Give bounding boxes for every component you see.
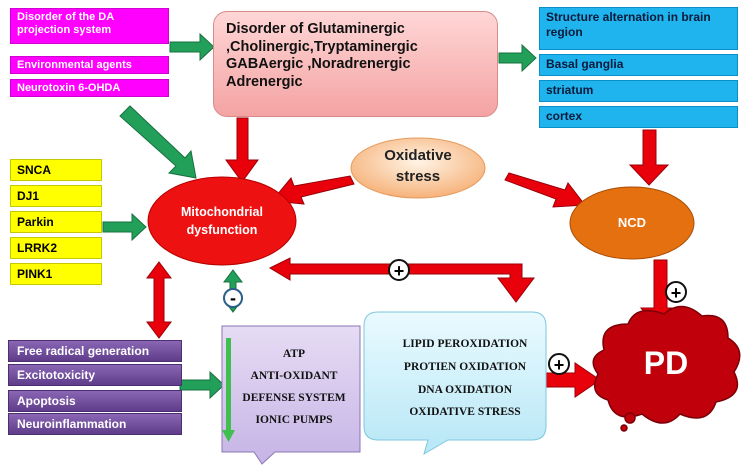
pd-cloud [592,305,741,432]
energy-anti-oxidant: ANTI-OXIDANT [250,370,338,382]
gene-parkin: Parkin [10,211,102,233]
green-down-arrow [222,338,235,442]
ncd-ellipse [569,186,695,260]
process-apoptosis: Apoptosis [8,390,182,412]
arrow-disorder-to-mito [225,117,259,183]
process-excitotoxicity: Excitotoxicity [8,364,182,386]
oxidative-stress-label: Oxidative stress [384,147,452,185]
plus-badge-mito-oxidation: + [388,259,410,281]
arrow-causes-to-mito [119,105,197,179]
oxidation-stress: OXIDATIVE STRESS [409,406,521,418]
arrow-mito-oxidation [268,257,535,303]
arrow-mito-processes [146,261,172,339]
oxidation-lipid: LIPID PEROXIDATION [402,338,528,350]
cause-da-projection: Disorder of the DA projection system [10,8,169,44]
arrow-ox-to-ncd [504,172,586,208]
gene-dj1: DJ1 [10,185,102,207]
neurotransmitter-disorder-box: Disorder of Glutaminergic ,Cholinergic,T… [213,11,498,117]
energy-defense-system: DEFENSE SYSTEM [242,392,346,404]
brain-region-basal-ganglia: Basal ganglia [539,54,738,76]
energy-callout [221,325,361,465]
arrow-genes-to-mito [102,212,147,242]
arrow-processes-to-energy [179,370,225,400]
cause-neurotoxin: Neurotoxin 6-OHDA [10,79,169,97]
brain-region-striatum: striatum [539,80,738,102]
energy-ionic-pumps: IONIC PUMPS [255,414,333,426]
arrow-causes-to-disorder [169,32,215,62]
process-free-radical: Free radical generation [8,340,182,362]
arrow-brain-to-ncd [628,129,670,186]
oxidation-dna: DNA OXIDATION [417,384,513,396]
cause-environmental: Environmental agents [10,56,169,74]
mito-label: Mitochondrial dysfunction [181,205,263,237]
oxidation-callout [363,311,547,456]
energy-atp: ATP [282,348,306,360]
pd-label: PD [643,345,689,381]
brain-region-cortex: cortex [539,106,738,128]
mito-ellipse [147,176,297,266]
gene-lrrk2: LRRK2 [10,237,102,259]
minus-badge-mito-energy: - [223,288,243,308]
gene-snca: SNCA [10,159,102,181]
process-neuroinflammation: Neuroinflammation [8,413,182,435]
oxidative-stress-ellipse [350,137,486,199]
oxidation-protein: PROTIEN OXIDATION [403,361,527,373]
arrow-disorder-to-brain [498,43,537,73]
plus-badge-ncd-pd: + [665,281,687,303]
plus-badge-oxidation-pd: + [548,353,570,375]
brain-region-header: Structure alternation in brain region [539,7,738,50]
gene-pink1: PINK1 [10,263,102,285]
ncd-label: NCD [617,215,647,230]
